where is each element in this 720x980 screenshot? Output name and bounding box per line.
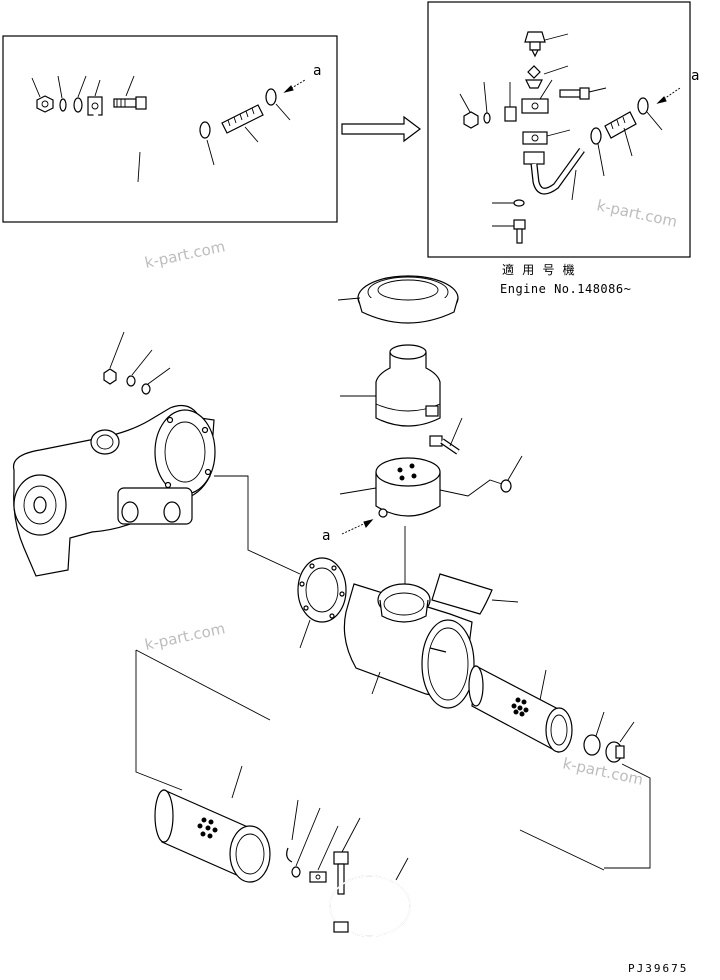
spring-washer-part: [73, 97, 83, 113]
union-fitting-part: [525, 65, 543, 89]
wing-bolt-part: [309, 871, 327, 883]
outer-element-part: [468, 665, 573, 753]
detail-box-after: a: [427, 1, 699, 258]
precleaner-part: [375, 344, 441, 427]
callout-letter-a-right: a: [691, 68, 699, 84]
seal-washer-part: [583, 734, 601, 756]
hose-clamp-part: [265, 88, 277, 106]
nut-part-right: [463, 111, 479, 129]
cleaner-cover-part: [375, 457, 512, 518]
nut-part: [36, 95, 54, 113]
watermark-3: k-part.com: [143, 619, 227, 654]
clamp-band-part: [329, 875, 411, 937]
leader-lines-left: [31, 75, 291, 183]
inner-element-part: [154, 789, 271, 883]
watermark-4: k-part.com: [561, 754, 645, 789]
breather-cap-part: [524, 31, 546, 58]
connector-line-element: [135, 650, 183, 791]
detail-box-before: a: [2, 35, 338, 223]
transition-arrow: [341, 115, 421, 143]
bolt-part-right: [559, 87, 590, 100]
leader-lines-right: [459, 33, 663, 227]
turbo-nut-part: [103, 368, 117, 385]
band-strap-part: [431, 573, 493, 615]
rain-cap-part: [357, 275, 459, 324]
applicability-engine-number: Engine No.148086~: [500, 282, 631, 296]
applicability-heading: 適 用 号 機: [502, 262, 575, 277]
bolt-lower-part: [513, 219, 526, 244]
turbo-washer-part: [126, 375, 136, 387]
clamp-part: [199, 121, 211, 139]
detail-frame-right: [427, 1, 691, 258]
watermark-2: k-part.com: [595, 196, 679, 231]
wing-nut-part: [605, 741, 625, 763]
hose-clamp-part-right: [637, 97, 649, 115]
clamp-part-right: [590, 127, 602, 145]
cotter-pin-part: [286, 847, 293, 863]
turbo-lockwasher-part: [141, 383, 151, 395]
small-washer-part: [291, 866, 301, 878]
callout-letter-a-left: a: [313, 63, 321, 79]
tee-fitting-part: [521, 98, 549, 114]
bracket-part-right: [504, 106, 517, 122]
callout-letter-a-main: a: [322, 528, 330, 544]
turbocharger-assembly: [12, 405, 216, 577]
small-bolt-part: [429, 435, 460, 455]
air-cleaner-body-part: [343, 573, 493, 709]
connector-line-turbo: [214, 475, 301, 575]
elbow-pipe-part: [523, 147, 585, 195]
washer-part: [59, 98, 67, 112]
watermark-1: k-part.com: [143, 237, 227, 272]
gasket-part: [522, 131, 548, 145]
hose-part: [221, 104, 264, 134]
bolt-part: [113, 96, 147, 110]
detail-frame-left: [2, 35, 338, 223]
drawing-code: PJ39675: [628, 962, 688, 975]
hose-part-right: [604, 111, 637, 139]
flange-gasket-part: [297, 557, 347, 623]
washer-part-right: [483, 112, 491, 124]
washer-lower-part: [513, 199, 525, 207]
long-bolt-part: [333, 851, 349, 895]
